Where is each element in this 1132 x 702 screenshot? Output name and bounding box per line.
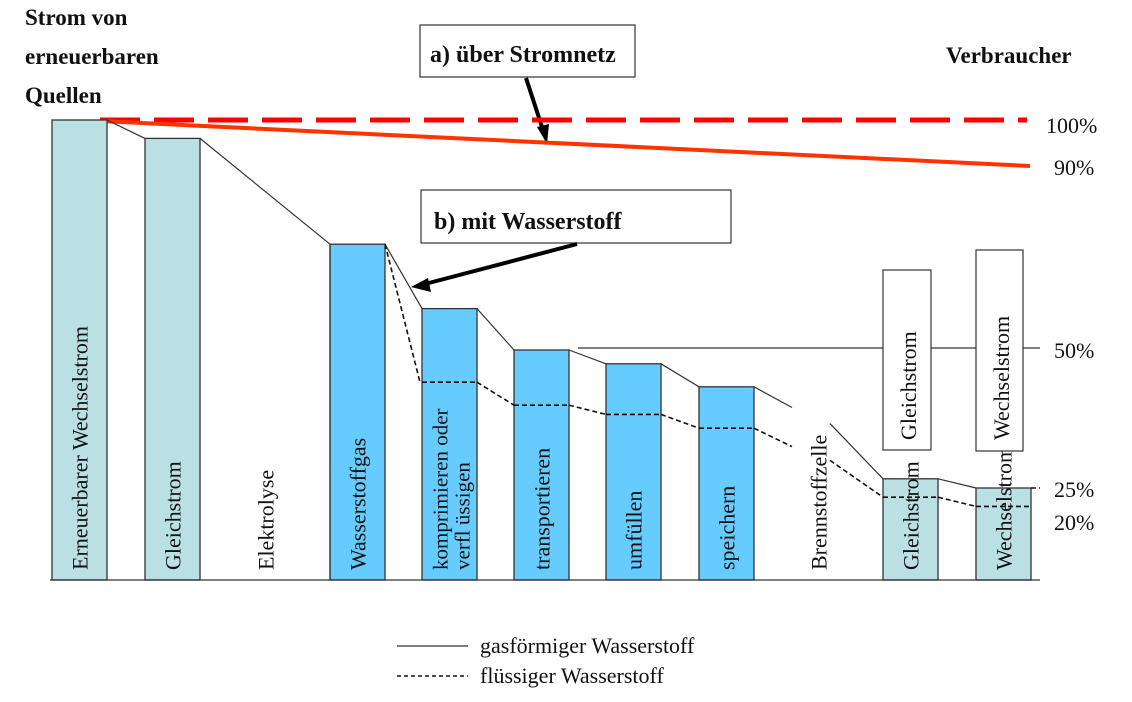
callout-a-label: a) über Stromnetz [430, 42, 616, 68]
stage-label-elektrolyse-2: Elektrolyse [254, 470, 279, 570]
callout-b-arrow-shaft [424, 242, 578, 286]
liquid-connector-1 [476, 381, 515, 406]
percent-100: 100% [1046, 113, 1097, 138]
liquid-connector-2 [568, 404, 607, 416]
stage-label-brennstoffzelle-8: Brennstoffzelle [807, 435, 832, 570]
stage-label-4-line-0: komprimieren oder [429, 408, 453, 570]
stage-label-speichern-7: speichern [715, 486, 740, 570]
gas-connector-5 [660, 363, 700, 388]
gas-connector-6 [753, 386, 793, 409]
percent-90: 90% [1054, 155, 1094, 180]
liquid-connector-0 [384, 244, 421, 383]
source-title-line-3: Quellen [25, 83, 102, 108]
callout-b-label: b) mit Wasserstoff [434, 209, 623, 235]
gas-connector-4 [568, 349, 607, 365]
ac-box [975, 249, 1024, 452]
callout-a-arrow-head [537, 124, 549, 144]
legend-gas-label: gasförmiger Wasserstoff [480, 633, 695, 658]
gas-connector-2 [384, 243, 423, 309]
gas-connector-8 [937, 478, 977, 489]
stage-bar-gleichstrom-9 [882, 478, 939, 581]
percent-20: 20% [1054, 510, 1094, 535]
gas-connector-0 [106, 119, 146, 139]
stage-bar-speichern-7 [698, 386, 755, 581]
stage-bar-erneuerbarer-wechselstrom-0 [51, 119, 108, 581]
source-title-line-1: Strom von [25, 5, 128, 30]
legend-liquid-label: flüssiger Wasserstoff [480, 663, 664, 688]
percent-50: 50% [1054, 338, 1094, 363]
callout-b-box [420, 189, 732, 244]
dc-box [882, 269, 932, 451]
source-title-line-2: erneuerbaren [25, 44, 159, 69]
stage-label-erneuerbarer-wechselstrom-0: Erneuerbarer Wechselstrom [68, 326, 93, 570]
stage-bar-umf-llen-6 [605, 363, 662, 581]
consumer-title: Verbraucher [946, 43, 1072, 68]
liquid-connector-5 [829, 459, 884, 498]
liquid-connector-4 [753, 427, 793, 448]
stage-label-umf-llen-6: umfüllen [622, 491, 647, 570]
dc-box-label: Gleichstrom [896, 331, 921, 440]
liquid-connector-3 [660, 413, 700, 429]
percent-25: 25% [1054, 477, 1094, 502]
stage-label-transportieren-5: transportieren [530, 448, 555, 570]
gas-connector-3 [476, 308, 515, 351]
stage-label-wechselstrom-10: Wechselstrom [992, 446, 1017, 570]
gas-connector-7 [829, 423, 884, 480]
callout-b-arrow-head [411, 278, 431, 292]
liquid-connector-6 [937, 496, 977, 508]
stage-label-gleichstrom-9: Gleichstrom [899, 461, 924, 570]
gas-connector-1 [199, 137, 331, 245]
ac-box-label: Wechselstrom [989, 316, 1014, 440]
grid-line-90 [99, 119, 1031, 168]
stage-label-gleichstrom-1: Gleichstrom [161, 461, 186, 570]
stage-label-4-line-1: verfl üssigen [451, 462, 475, 570]
callout-a-box [419, 24, 636, 78]
stage-bar-transportieren-5 [513, 349, 570, 581]
stage-label-wasserstoffgas-3: Wasserstoffgas [346, 438, 371, 570]
